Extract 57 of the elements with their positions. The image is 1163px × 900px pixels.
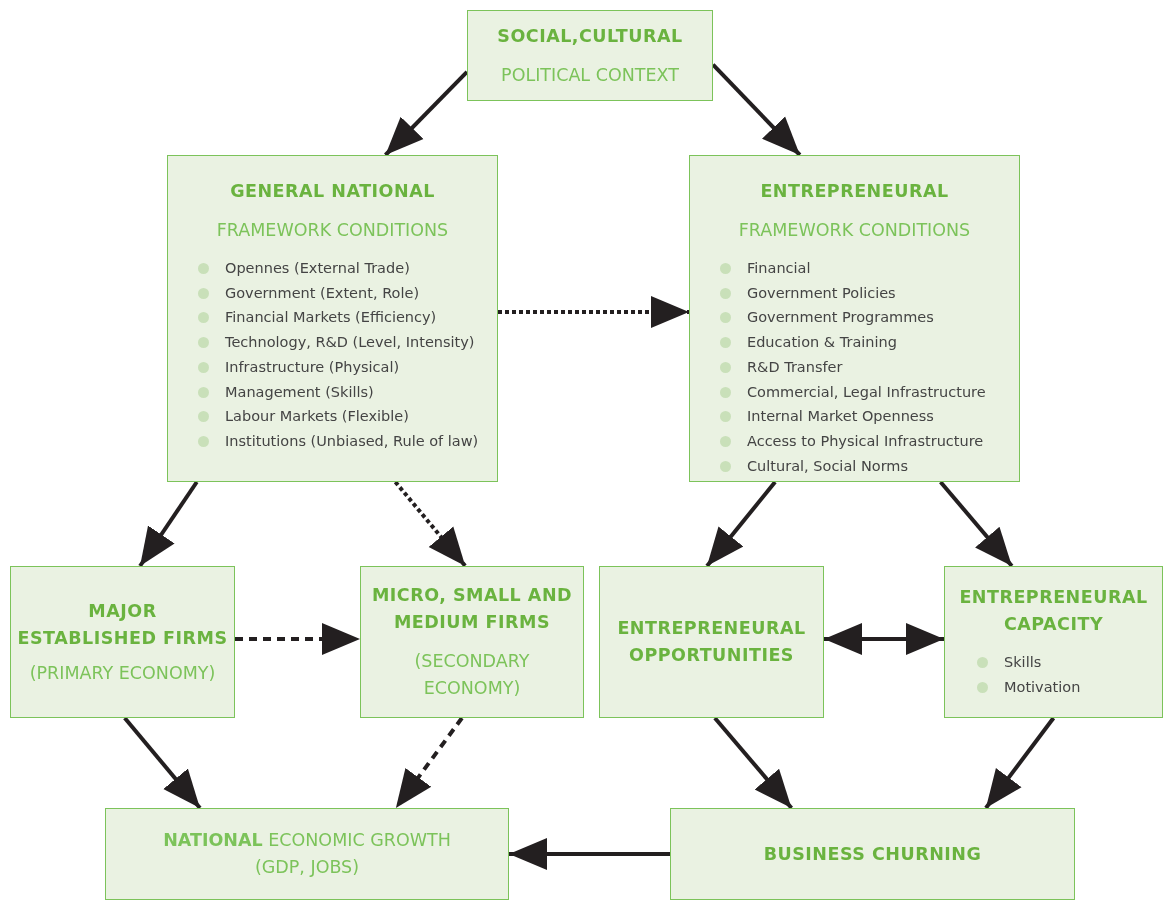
outcome-box: [105, 808, 509, 900]
arrow: [138, 480, 199, 568]
arrow: [984, 716, 1056, 810]
opportunities-box: [599, 566, 824, 718]
arrow: [711, 63, 802, 157]
heading: MICRO, SMALL AND MEDIUM FIRMS: [370, 584, 574, 634]
subheading: FRAMEWORK CONDITIONS: [738, 219, 971, 242]
heading: GENERAL NATIONAL: [230, 180, 435, 203]
context-box: [467, 10, 713, 101]
arrow: [393, 480, 467, 568]
subheading: NATIONAL ECONOMIC GROWTH: [163, 829, 451, 852]
subheading: (GDP, JOBS): [254, 856, 360, 879]
heading: SOCIAL,CULTURAL: [497, 24, 683, 48]
arrow: [384, 70, 469, 157]
list-item: Government (Extent, Role): [198, 280, 420, 306]
list-item: Financial: [720, 256, 811, 281]
list-item: Cultural, Social Norms: [720, 453, 908, 479]
list-item: Government Policies: [720, 280, 896, 306]
arrow: [498, 295, 689, 328]
list-item: Skills: [977, 650, 1042, 675]
list-item: Management (Skills): [198, 379, 374, 405]
list-item: Commercial, Legal Infrastructure: [720, 379, 986, 405]
heading: MAJOR ESTABLISHED FIRMS: [17, 599, 228, 650]
list-item: Opennes (External Trade): [198, 256, 410, 281]
arrow: [824, 622, 944, 655]
capacity-box: [944, 566, 1163, 718]
arrow: [713, 716, 794, 810]
list-item: Technology, R&D (Level, Intensity): [198, 330, 475, 355]
framework-box: [167, 155, 498, 482]
heading: ENTREPRENEURAL OPPORTUNITIES: [616, 617, 807, 667]
firms-box: [10, 566, 235, 718]
arrow: [123, 716, 202, 810]
heading: BUSINESS CHURNING: [763, 842, 982, 866]
list-item: Infrastructure (Physical): [198, 354, 400, 380]
list-item: Internal Market Openness: [720, 404, 934, 429]
list-item: R&D Transfer: [720, 354, 843, 380]
arrow: [235, 622, 360, 655]
arrow: [939, 480, 1014, 568]
list-item: Government Programmes: [720, 305, 934, 331]
subheading: (PRIMARY ECONOMY): [29, 661, 216, 685]
heading: ENTREPRENEURAL CAPACITY: [958, 586, 1149, 637]
list-item: Motivation: [977, 675, 1081, 700]
arrow: [509, 838, 670, 870]
arrow: [394, 716, 464, 810]
list-item: Institutions (Unbiased, Rule of law): [198, 428, 479, 454]
framework-box: [689, 155, 1020, 482]
subheading: (SECONDARY ECONOMY): [413, 650, 531, 700]
churning-box: [670, 808, 1075, 900]
list-item: Labour Markets (Flexible): [198, 404, 409, 429]
subheading: POLITICAL CONTEXT: [501, 63, 679, 87]
arrow: [705, 480, 777, 568]
list-item: Financial Markets (Efficiency): [198, 305, 437, 331]
firms-box: [360, 566, 584, 718]
list-item: Access to Physical Infrastructure: [720, 428, 984, 454]
list-item: Education & Training: [720, 330, 897, 355]
heading: ENTREPRENEURAL: [760, 180, 949, 203]
subheading: FRAMEWORK CONDITIONS: [216, 219, 449, 242]
